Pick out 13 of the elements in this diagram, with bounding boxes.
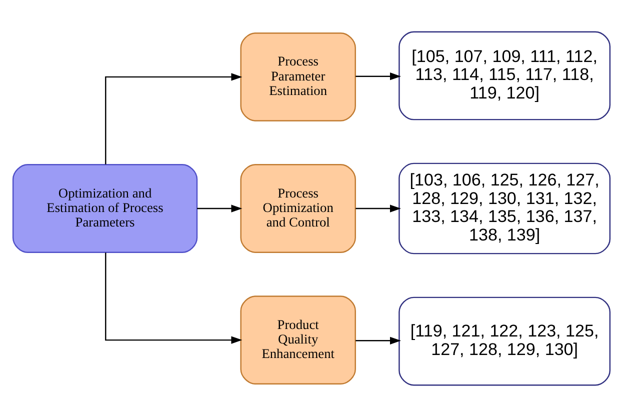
node-box: Optimization and Estimation of Process Parameters bbox=[12, 164, 198, 252]
arrow bbox=[356, 72, 401, 80]
node-box: Process Optimization and Control bbox=[240, 164, 356, 252]
arrow bbox=[356, 336, 401, 344]
arrow bbox=[105, 72, 242, 164]
node-box: [105, 107, 109, 111, 112, 113, 114, 115, 117, 118, 119, 120] bbox=[398, 30, 611, 120]
node-box: Product Quality Enhancement bbox=[240, 295, 356, 384]
node-box: [103, 106, 125, 126, 127, 128, 129, 130, 131, 132, 133, 134, 135, 136, 137, 138, 139] bbox=[398, 162, 611, 254]
arrow bbox=[356, 204, 401, 212]
arrow bbox=[197, 204, 242, 212]
node-box: Process Parameter Estimation bbox=[240, 32, 356, 121]
node-box: [119, 121, 122, 123, 125, 127, 128, 129, 130] bbox=[398, 296, 611, 386]
arrow bbox=[105, 252, 242, 344]
